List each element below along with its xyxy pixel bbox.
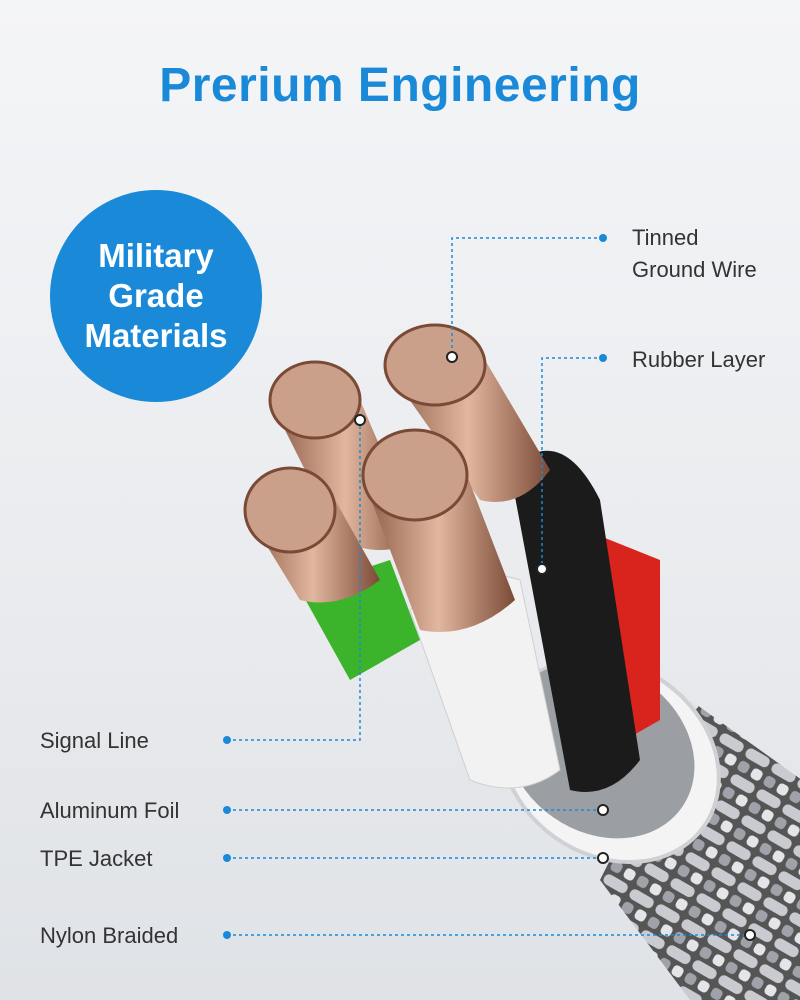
- callout-endpoints: [354, 351, 756, 941]
- copper-strands: [243, 323, 550, 632]
- callout-dots: [223, 234, 607, 939]
- badge-line: Materials: [84, 317, 228, 354]
- label-signal-line: Signal Line: [40, 728, 149, 753]
- label-aluminum-foil: Aluminum Foil: [40, 798, 180, 823]
- page-title: Prerium Engineering: [159, 59, 641, 112]
- label-line: Ground Wire: [632, 257, 757, 282]
- label-line: Tinned: [632, 225, 699, 250]
- label-tinned-ground-wire: Tinned Ground Wire: [632, 225, 757, 283]
- badge-line: Grade: [108, 277, 204, 314]
- black-wire: [510, 450, 640, 792]
- label-nylon-braided: Nylon Braided: [40, 923, 179, 948]
- military-grade-badge: Military Grade Materials: [50, 190, 262, 402]
- nylon-braid: [600, 700, 800, 1000]
- label-tpe-jacket: TPE Jacket: [40, 846, 153, 871]
- callout-lines: [227, 237, 750, 936]
- label-rubber-layer: Rubber Layer: [632, 347, 766, 372]
- badge-line: Military: [98, 237, 214, 274]
